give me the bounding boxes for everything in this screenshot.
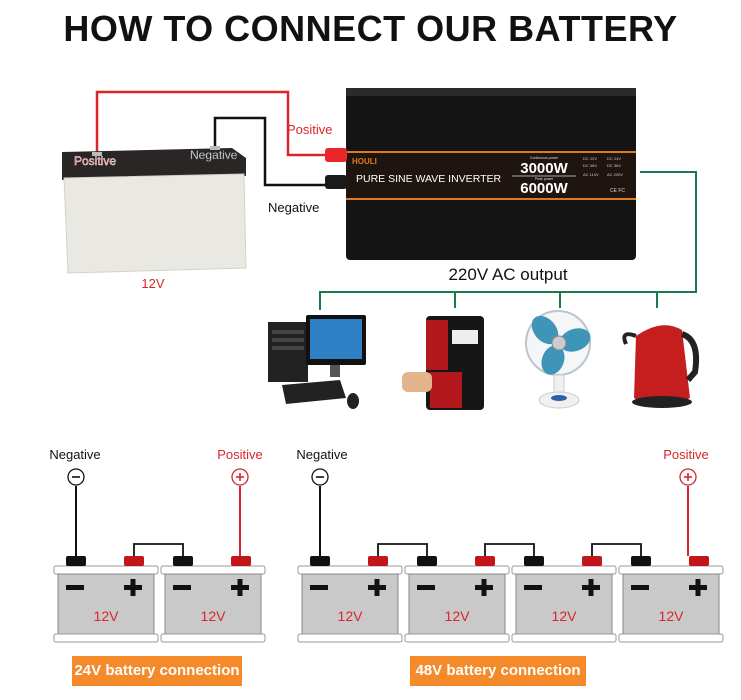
battery-voltage-label: 12V [552,608,578,624]
battery-voltage-label: 12V [201,608,227,624]
positive-terminal [231,556,251,566]
fan-icon [525,310,591,409]
positive-terminal [368,556,388,566]
battery-lid [62,148,246,180]
battery-bottom-cap [53,633,159,643]
svg-text:AC 110V: AC 110V [583,172,599,177]
coffee-maker-icon [402,316,484,410]
inverter-continuous-power: 3000W [520,160,568,177]
battery-top-cap [511,565,617,575]
inverter-positive-terminal [325,148,347,162]
battery-negative-terminal [210,146,220,150]
positive-terminal [475,556,495,566]
inverter-brand: HOULI [352,157,377,166]
minus-icon [66,585,84,590]
negative-terminal [524,556,544,566]
battery-positive-label: Positive [74,154,116,168]
series-48v-caption: 48V battery connection [410,656,586,686]
series-24v-caption: 24V battery connection [72,656,242,686]
series-24v-positive-label: Positive [217,447,263,462]
series-jumper-wire [133,543,184,556]
battery-top-cap [618,565,724,575]
battery-case [515,573,613,635]
battery-case [301,573,399,635]
positive-terminal [582,556,602,566]
series-jumper-wire [377,543,428,556]
positive-terminal [124,556,144,566]
svg-text:DC 24V: DC 24V [607,156,621,161]
battery-bottom-cap [511,633,617,643]
battery-top-cap [297,565,403,575]
battery-unit: 12V [160,556,266,643]
inverter: HOULI PURE SINE WAVE INVERTER Continuous… [325,88,636,260]
battery-bottom-cap [297,633,403,643]
inverter-label-band [346,153,636,198]
negative-wire-label: Negative [268,200,319,215]
output-wire [319,171,697,310]
battery-12v: Positive Negative 12V [62,146,247,291]
kettle-icon [622,325,700,408]
page-title: HOW TO CONNECT OUR BATTERY [63,8,678,49]
inverter-product-name: PURE SINE WAVE INVERTER [356,173,501,185]
battery-top-cap [53,565,159,575]
series-jumper-wire [591,543,642,556]
battery-unit: 12V [618,556,724,643]
battery-case [408,573,506,635]
series-24v-negative-label: Negative [49,447,100,462]
svg-text:AC 220V: AC 220V [607,172,623,177]
minus-icon [524,585,542,590]
battery-negative-label: Negative [190,148,238,162]
minus-icon [631,585,649,590]
inverter-certifications: CE FC [610,188,625,194]
svg-text:Peak power: Peak power [535,177,554,181]
svg-text:Continuous power: Continuous power [530,156,559,160]
battery-voltage-label: 12V [94,608,120,624]
inverter-peak-power: 6000W [520,180,568,197]
inverter-voltage-options: DC 12V DC 24V DC 48V DC 36V AC 110V AC 2… [583,156,623,177]
svg-text:DC 48V: DC 48V [583,163,597,168]
series-48v-negative-label: Negative [296,447,347,462]
battery-voltage-label: 12V [338,608,364,624]
computer-icon [268,315,366,409]
negative-terminal [417,556,437,566]
ac-output-label: 220V AC output [448,265,567,284]
series-24v-diagram: Negative Positive 12V 12V [49,447,266,643]
battery-case [57,573,155,635]
minus-icon [310,585,328,590]
battery-unit: 12V [53,556,159,643]
positive-wire-label: Positive [287,122,333,137]
battery-top-cap [160,565,266,575]
series-48v-diagram: Negative Positive 12V 12V 12V 12V [296,447,724,643]
connection-diagram: Positive Negative Positive Negative 12V … [62,88,700,410]
minus-icon [417,585,435,590]
series-jumper-wire [484,543,535,556]
negative-terminal [631,556,651,566]
svg-text:DC 36V: DC 36V [607,163,621,168]
battery-bottom-cap [618,633,724,643]
battery-case [164,573,262,635]
negative-terminal [310,556,330,566]
battery-positive-terminal [92,152,102,156]
battery-voltage-label: 12V [659,608,685,624]
battery-top-cap [404,565,510,575]
svg-text:DC 12V: DC 12V [583,156,597,161]
inverter-negative-terminal [325,175,347,189]
battery-bottom-cap [160,633,266,643]
minus-icon [173,585,191,590]
battery-case [622,573,720,635]
positive-terminal [689,556,709,566]
positive-wire [95,90,335,158]
battery-bottom-cap [404,633,510,643]
negative-wire [213,116,335,187]
battery-unit: 12V [404,556,510,643]
battery-unit: 12V [511,556,617,643]
battery-voltage-label: 12V [445,608,471,624]
battery-unit: 12V [297,556,403,643]
series-48v-positive-label: Positive [663,447,709,462]
negative-terminal [66,556,86,566]
negative-terminal [173,556,193,566]
battery-voltage-label: 12V [141,276,164,291]
battery-body [63,173,247,274]
